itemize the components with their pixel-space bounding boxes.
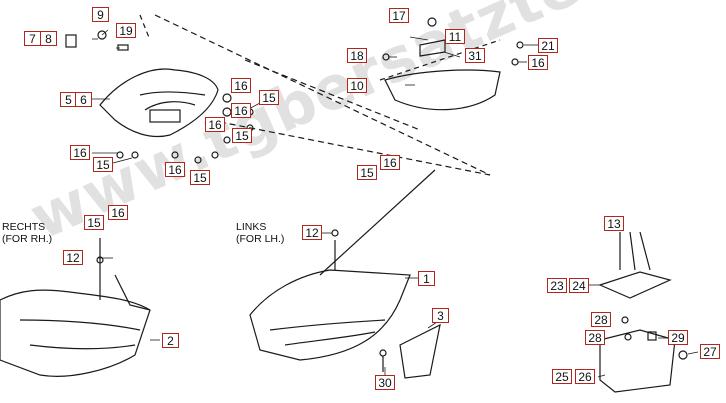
callout-part-19[interactable]: 19: [116, 23, 136, 38]
callout-part-30[interactable]: 30: [375, 375, 395, 390]
callout-part-13[interactable]: 13: [604, 216, 624, 231]
callout-part-29[interactable]: 29: [668, 330, 688, 345]
callout-part-16[interactable]: 16: [380, 155, 400, 170]
callout-part-12[interactable]: 12: [63, 250, 83, 265]
lh-label-line1: LINKS: [236, 221, 267, 233]
callout-part-16[interactable]: 16: [70, 145, 90, 160]
callout-part-25[interactable]: 25: [552, 369, 572, 384]
callout-part-10[interactable]: 10: [347, 78, 367, 93]
callout-part-9[interactable]: 9: [92, 7, 109, 22]
callout-part-26[interactable]: 26: [575, 369, 595, 384]
callout-part-15[interactable]: 15: [259, 90, 279, 105]
upper-left-cover: [99, 68, 219, 138]
callout-part-23[interactable]: 23: [547, 278, 567, 293]
callout-part-15[interactable]: 15: [190, 170, 210, 185]
callout-part-31[interactable]: 31: [465, 48, 485, 63]
rh-label-line1: RECHTS: [2, 221, 46, 233]
rh-footrest: [0, 289, 151, 377]
center-tray: [384, 69, 501, 111]
callout-part-24[interactable]: 24: [569, 278, 589, 293]
callout-part-2[interactable]: 2: [162, 333, 179, 348]
side-panel: [399, 323, 441, 379]
storage-box: [599, 329, 676, 393]
callout-part-16[interactable]: 16: [205, 117, 225, 132]
dashed-guide-line: [379, 39, 501, 81]
callout-part-28[interactable]: 28: [591, 312, 611, 327]
battery-cover: [598, 271, 672, 299]
callout-part-8[interactable]: 8: [40, 31, 57, 46]
callout-part-16[interactable]: 16: [108, 205, 128, 220]
callout-part-15[interactable]: 15: [84, 215, 104, 230]
callout-part-21[interactable]: 21: [538, 38, 558, 53]
callout-part-11[interactable]: 11: [445, 29, 465, 44]
dashed-guide-line: [209, 119, 491, 176]
callout-part-3[interactable]: 3: [432, 308, 449, 323]
dashed-guide-line: [139, 14, 151, 41]
lh-label-line2: (FOR LH.): [236, 233, 285, 245]
callout-part-16[interactable]: 16: [165, 162, 185, 177]
rh-label-line2: (FOR RH.): [2, 233, 53, 245]
callout-part-7[interactable]: 7: [24, 31, 41, 46]
callout-part-16[interactable]: 16: [528, 55, 548, 70]
callout-part-15[interactable]: 15: [93, 157, 113, 172]
callout-part-12[interactable]: 12: [302, 225, 322, 240]
callout-part-27[interactable]: 27: [700, 344, 720, 359]
dashed-guide-line: [244, 59, 421, 131]
rh-side-label: RECHTS (FOR RH.): [2, 221, 52, 245]
callout-part-15[interactable]: 15: [357, 165, 377, 180]
callout-part-1[interactable]: 1: [418, 271, 435, 286]
callout-part-17[interactable]: 17: [389, 8, 409, 23]
callout-part-28[interactable]: 28: [585, 330, 605, 345]
dashed-guide-line: [154, 14, 491, 176]
callout-part-16[interactable]: 16: [231, 78, 251, 93]
lh-side-label: LINKS (FOR LH.): [236, 221, 284, 245]
callout-part-18[interactable]: 18: [347, 48, 367, 63]
callout-part-15[interactable]: 15: [232, 128, 252, 143]
lh-footrest: [249, 269, 411, 361]
callout-part-16[interactable]: 16: [231, 103, 251, 118]
callout-part-6[interactable]: 6: [75, 92, 92, 107]
